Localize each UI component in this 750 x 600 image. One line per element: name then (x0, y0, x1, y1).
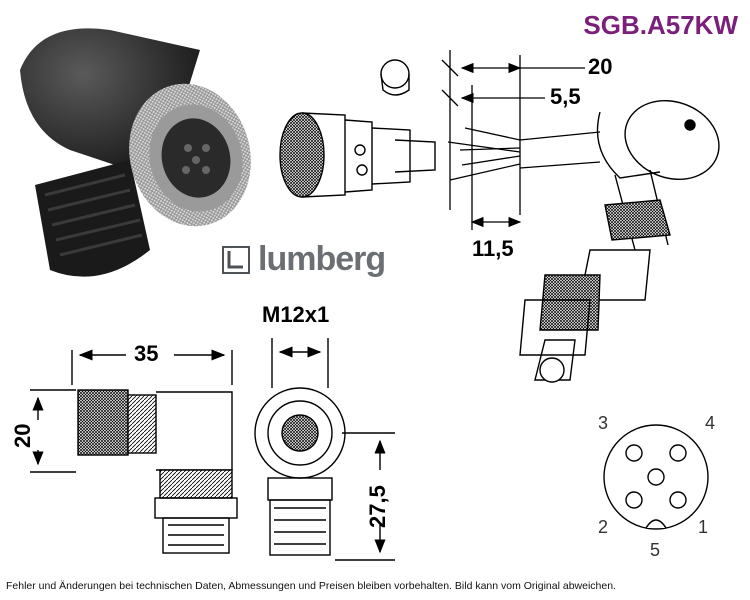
dimension-label-offset: 27,5 (365, 485, 390, 528)
pin-label-4: 4 (705, 413, 716, 433)
brand-name: lumberg (258, 240, 386, 278)
side-view-drawing (30, 349, 238, 554)
front-view-drawing (254, 338, 395, 561)
pin-label-2: 2 (598, 517, 609, 537)
dimension-label-cable: 20 (588, 54, 613, 79)
angled-plug-drawing (519, 99, 720, 383)
brand-lockup: lumberg (222, 240, 386, 279)
dimension-label-length: 35 (134, 341, 159, 366)
pin-label-3: 3 (598, 413, 609, 433)
pin-label-1: 1 (698, 517, 709, 537)
product-code: SGB.A57KW (583, 10, 738, 40)
pin-label-5: 5 (650, 540, 661, 560)
dimension-label-strip-short: 5,5 (550, 84, 581, 109)
dimension-lines-top (441, 50, 585, 230)
dimension-label-height: 20 (10, 423, 35, 448)
disclaimer-text: Fehler und Änderungen bei technischen Da… (6, 580, 616, 592)
pinout-diagram (603, 424, 709, 530)
cable-drawing (447, 127, 601, 181)
lumberg-logo-icon (222, 245, 250, 274)
dimension-label-thread: M12x1 (262, 302, 330, 327)
connector-photo (20, 28, 251, 277)
assembly-drawing (279, 59, 436, 198)
dimension-label-strip-wire: 11,5 (472, 236, 514, 261)
